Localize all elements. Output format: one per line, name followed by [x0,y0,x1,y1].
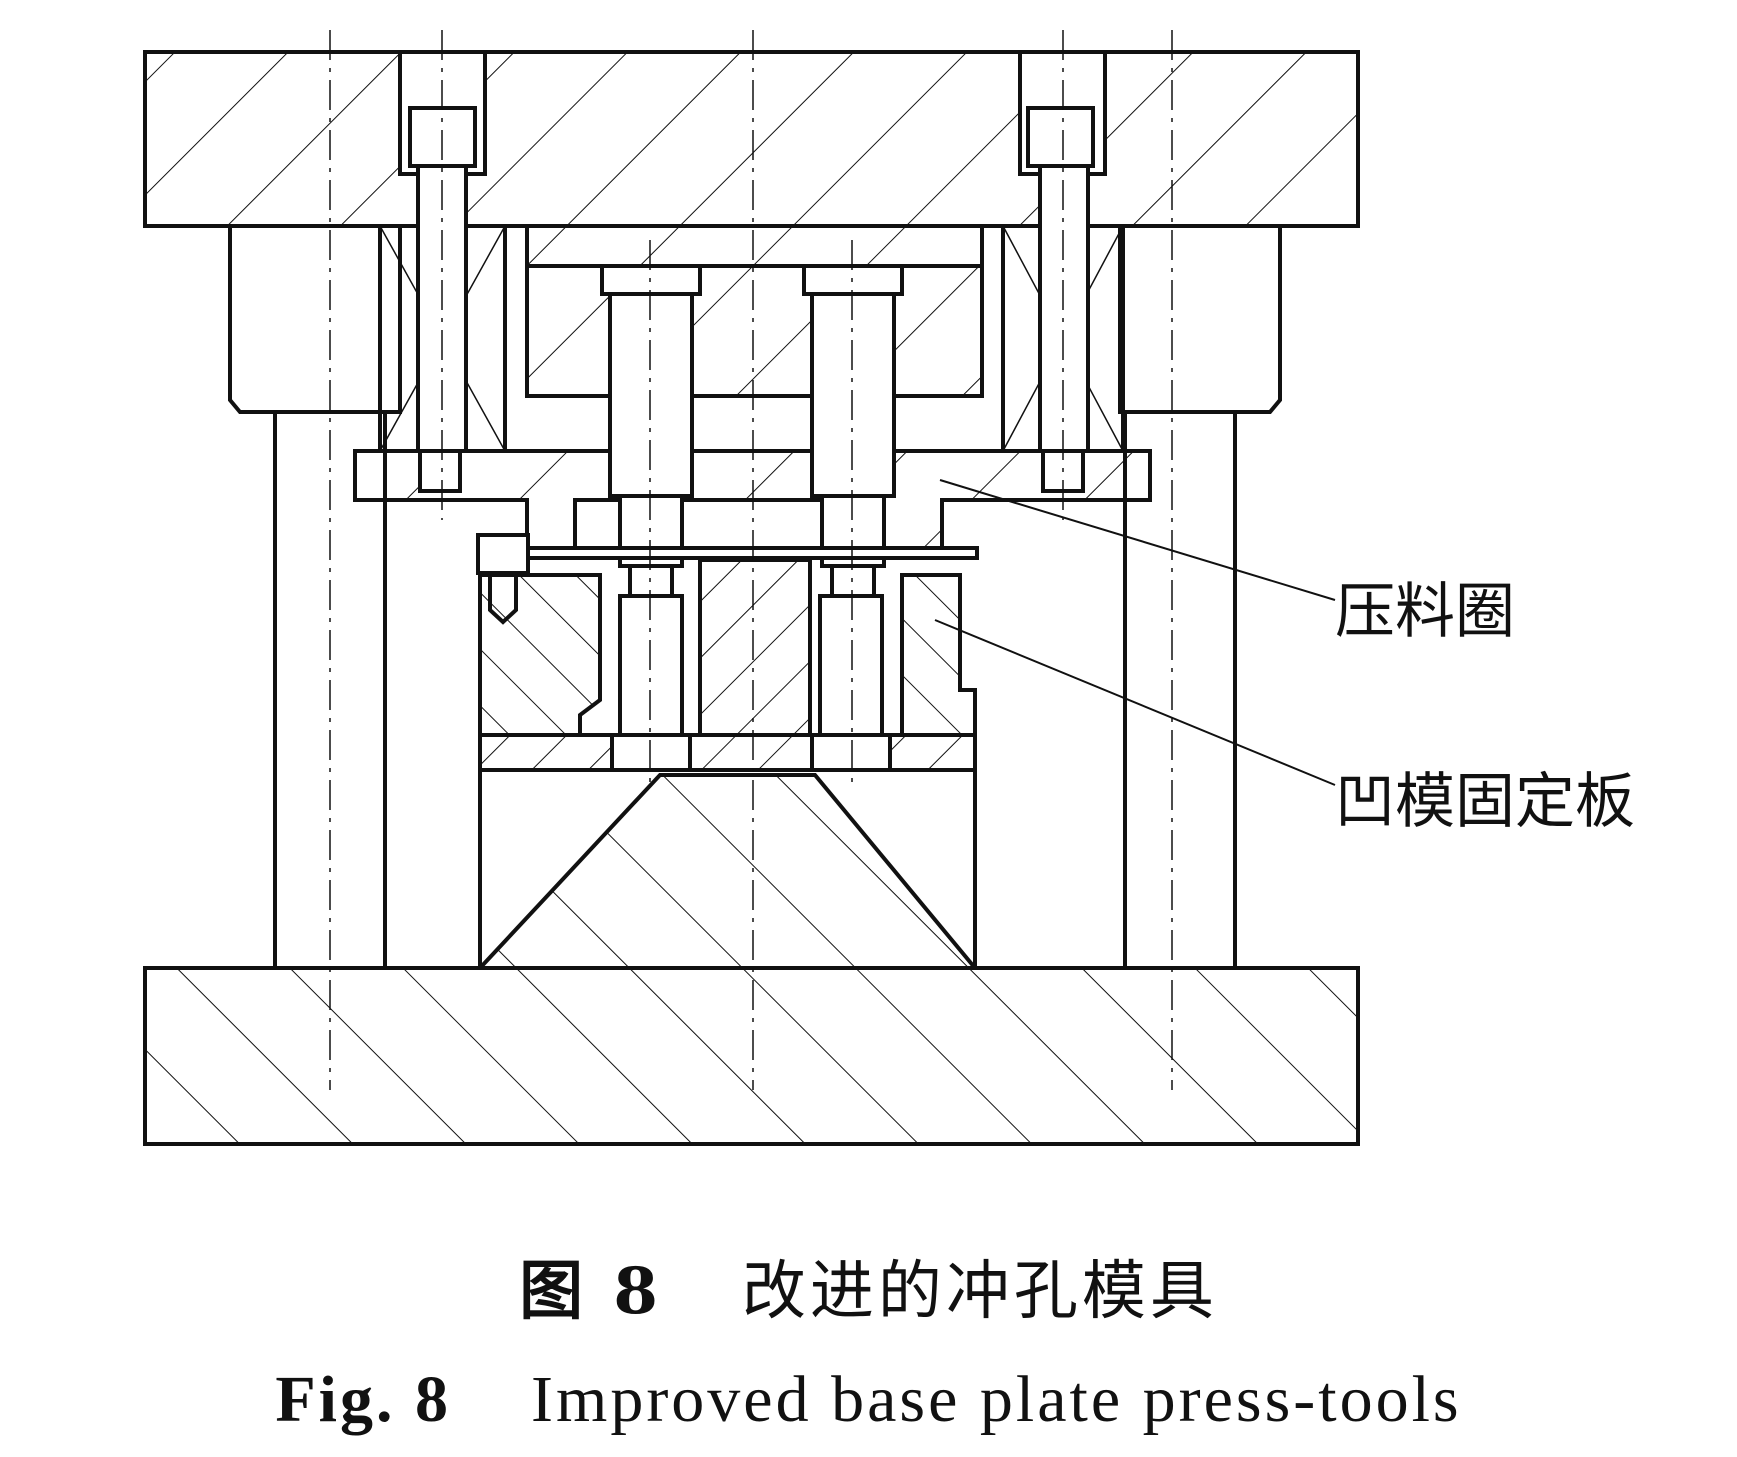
figure-caption-english: Fig. 8 Improved base plate press-tools [0,1362,1737,1438]
punch-holder-block [525,264,984,398]
bolt-right-shank [1038,164,1090,453]
figure-number-cn: 图 8 [519,1254,662,1329]
punch-right [810,264,896,498]
sheet-strip [525,546,979,560]
guide-post-left [240,410,400,968]
figure-number-en: Fig. 8 [275,1363,452,1436]
leader-die-fixing-plate [934,619,1336,786]
die-block [478,573,602,737]
upper-left-housing [228,226,402,414]
upper-right-housing [1118,226,1282,414]
press-tool-drawing: 压料圈 凹模固定板 [143,30,1635,1146]
figure-caption-chinese: 图 8 改进的冲孔模具 [0,1240,1737,1332]
die-fixing-plate [478,733,977,772]
label-pressure-ring: 压料圈 [1335,577,1515,647]
leader-pressure-ring [939,479,1336,601]
figure-title-en: Improved base plate press-tools [531,1363,1462,1436]
label-die-fixing-plate: 凹模固定板 [1335,767,1635,837]
upper-die-plate [143,50,1360,228]
pilot-pin [476,533,530,575]
guide-post-right [1120,410,1270,968]
upper-spacer-block [525,224,984,268]
lower-die-plate [143,966,1360,1146]
punch-left [608,264,694,498]
figure-title-cn: 改进的冲孔模具 [741,1255,1218,1329]
